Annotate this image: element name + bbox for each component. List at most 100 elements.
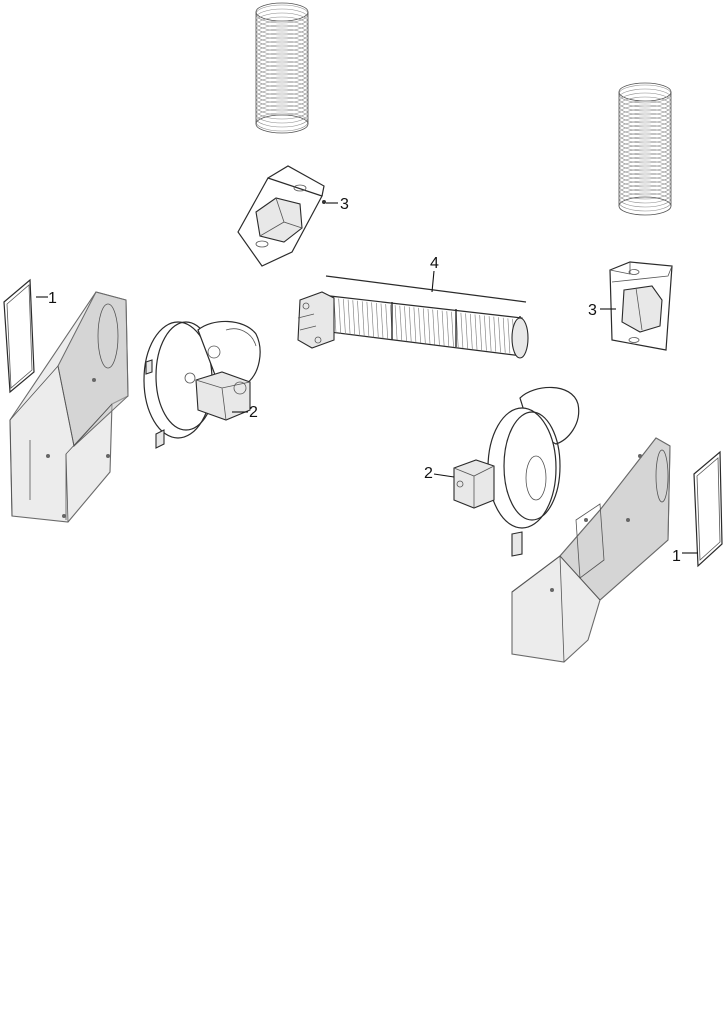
duct-coil — [255, 72, 309, 92]
duct-coil — [618, 172, 672, 192]
fan-blade — [380, 303, 384, 339]
fan-blade — [502, 317, 506, 353]
duct-coil — [618, 188, 672, 208]
fan-blade — [399, 305, 403, 341]
duct-coil — [255, 88, 309, 108]
fan-blade — [498, 317, 501, 353]
duct-coil — [618, 112, 672, 132]
fan-blade — [404, 306, 407, 342]
duct-coil — [618, 156, 672, 176]
duct-coil — [255, 28, 309, 48]
fan-blade — [385, 304, 388, 340]
fan-blade — [352, 300, 356, 336]
duct-coil — [618, 184, 672, 204]
duct-coil — [255, 44, 309, 64]
callout-2-right: 2 — [424, 465, 433, 482]
duct-coil — [255, 84, 309, 104]
fan-blade — [479, 315, 482, 351]
duct-coil — [255, 108, 309, 128]
duct-coil — [618, 128, 672, 148]
callout-3-right: 3 — [588, 302, 597, 319]
flex-duct-left — [255, 2, 309, 134]
duct-coil — [618, 116, 672, 136]
fan-blade — [408, 306, 412, 342]
housing-right — [511, 437, 671, 663]
duct-coil — [618, 140, 672, 160]
callout-4: 4 — [430, 255, 439, 272]
duct-coil — [618, 124, 672, 144]
duct-coil — [618, 152, 672, 172]
fan-blade — [441, 310, 445, 346]
duct-coil — [255, 56, 309, 76]
fan-blade — [470, 313, 473, 349]
fan-blade — [357, 300, 360, 336]
duct-coil — [255, 60, 309, 80]
duct-coil — [255, 36, 309, 56]
duct-coil — [618, 136, 672, 156]
duct-coil — [618, 192, 672, 212]
fan-blade — [507, 318, 511, 354]
gasket-right — [693, 450, 723, 568]
duct-coil — [618, 148, 672, 168]
duct-coil — [618, 84, 672, 104]
duct-coil — [255, 100, 309, 120]
duct-coil — [618, 144, 672, 164]
fan-blade — [437, 310, 440, 346]
duct-coil — [618, 160, 672, 180]
duct-coil — [618, 120, 672, 140]
duct-coil — [255, 76, 309, 96]
duct-coil — [255, 4, 309, 24]
fan-blade — [460, 312, 464, 348]
flex-duct-right — [618, 82, 672, 216]
fan-blade — [366, 301, 370, 337]
duct-coil — [618, 92, 672, 112]
fan-blade — [484, 315, 487, 351]
duct-coil — [255, 68, 309, 88]
fan-blade — [371, 302, 374, 338]
duct-coil — [255, 8, 309, 28]
fan-blade — [343, 299, 346, 335]
callout-1-right: 1 — [672, 548, 681, 565]
callout-1-left: 1 — [48, 290, 57, 307]
duct-coil — [618, 180, 672, 200]
duct-coil — [255, 20, 309, 40]
leader-4 — [431, 270, 435, 293]
callout-3-left: 3 — [340, 196, 349, 213]
fan-blade — [347, 299, 351, 335]
duct-coil — [255, 64, 309, 84]
duct-adapter-left — [237, 165, 326, 267]
duct-coil — [618, 88, 672, 108]
fan-blade — [423, 308, 426, 344]
fan-blade — [418, 307, 421, 343]
fan-blade — [446, 311, 450, 347]
duct-coil — [618, 176, 672, 196]
duct-coil — [255, 16, 309, 36]
fan-blade — [488, 316, 492, 352]
fan-blade — [394, 305, 398, 341]
duct-coil — [618, 108, 672, 128]
duct-coil — [255, 52, 309, 72]
fan-blade — [338, 298, 341, 334]
gasket-left — [3, 278, 35, 394]
duct-coil — [255, 96, 309, 116]
fan-blade — [474, 314, 478, 350]
duct-adapter-right — [609, 261, 673, 351]
duct-coil — [255, 12, 309, 32]
duct-coil — [255, 40, 309, 60]
fan-blade — [413, 307, 417, 343]
duct-coil — [618, 104, 672, 124]
duct-coil — [618, 96, 672, 116]
fan-blade — [427, 308, 431, 345]
callout-2-left: 2 — [249, 404, 258, 421]
duct-coil — [618, 168, 672, 188]
blower-left — [143, 320, 261, 449]
duct-coil — [618, 132, 672, 152]
fan-blade — [361, 301, 365, 337]
fan-blade — [465, 313, 468, 349]
fan-blade — [376, 302, 379, 338]
duct-coil — [255, 24, 309, 44]
blower-right — [453, 386, 580, 557]
housing-left — [9, 291, 129, 523]
tangential-fan — [297, 275, 529, 359]
